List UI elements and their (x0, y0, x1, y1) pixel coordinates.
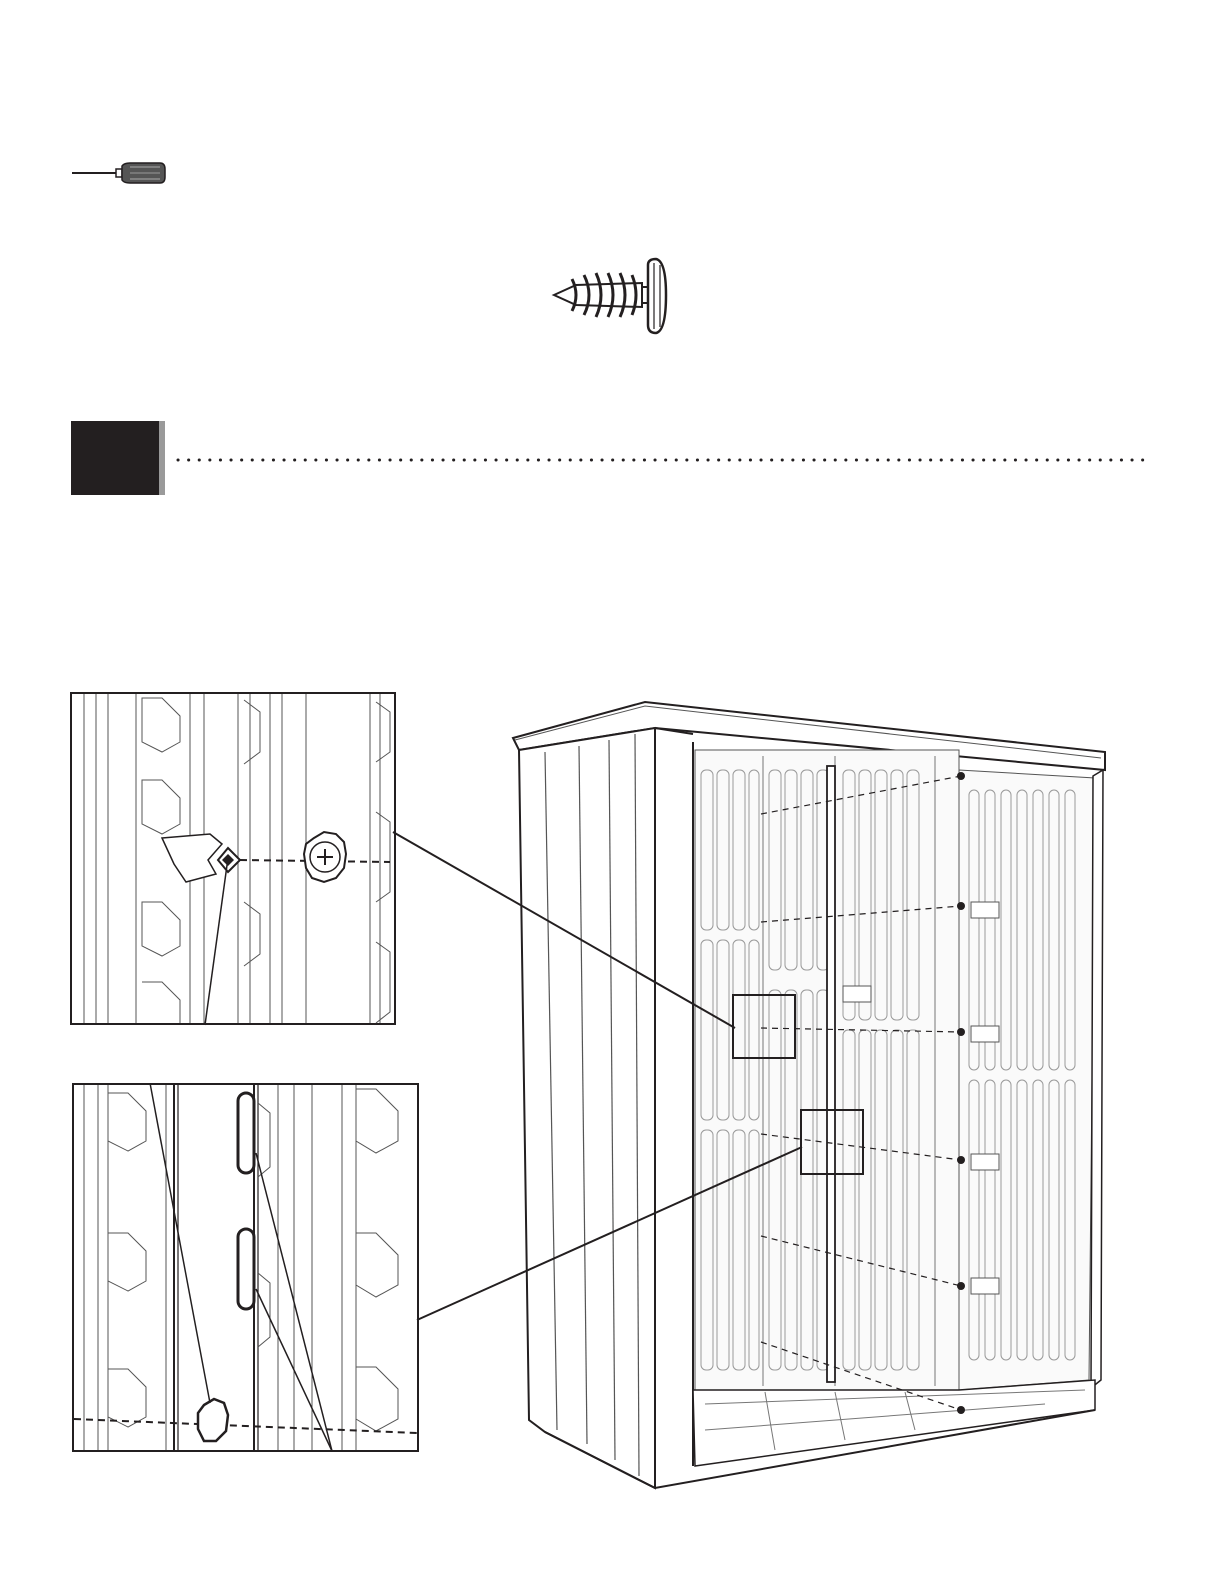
detail-inset-screw (70, 692, 396, 1025)
shed-interior-illustration (505, 690, 1125, 1510)
pan-head-screw-icon (550, 255, 670, 337)
detail-inset-slots (72, 1083, 419, 1452)
step-marker (71, 421, 165, 495)
dotted-divider (176, 453, 1146, 467)
step-marker-edge (159, 421, 165, 495)
step-number-box (71, 421, 159, 495)
screwdriver-icon (68, 157, 168, 189)
